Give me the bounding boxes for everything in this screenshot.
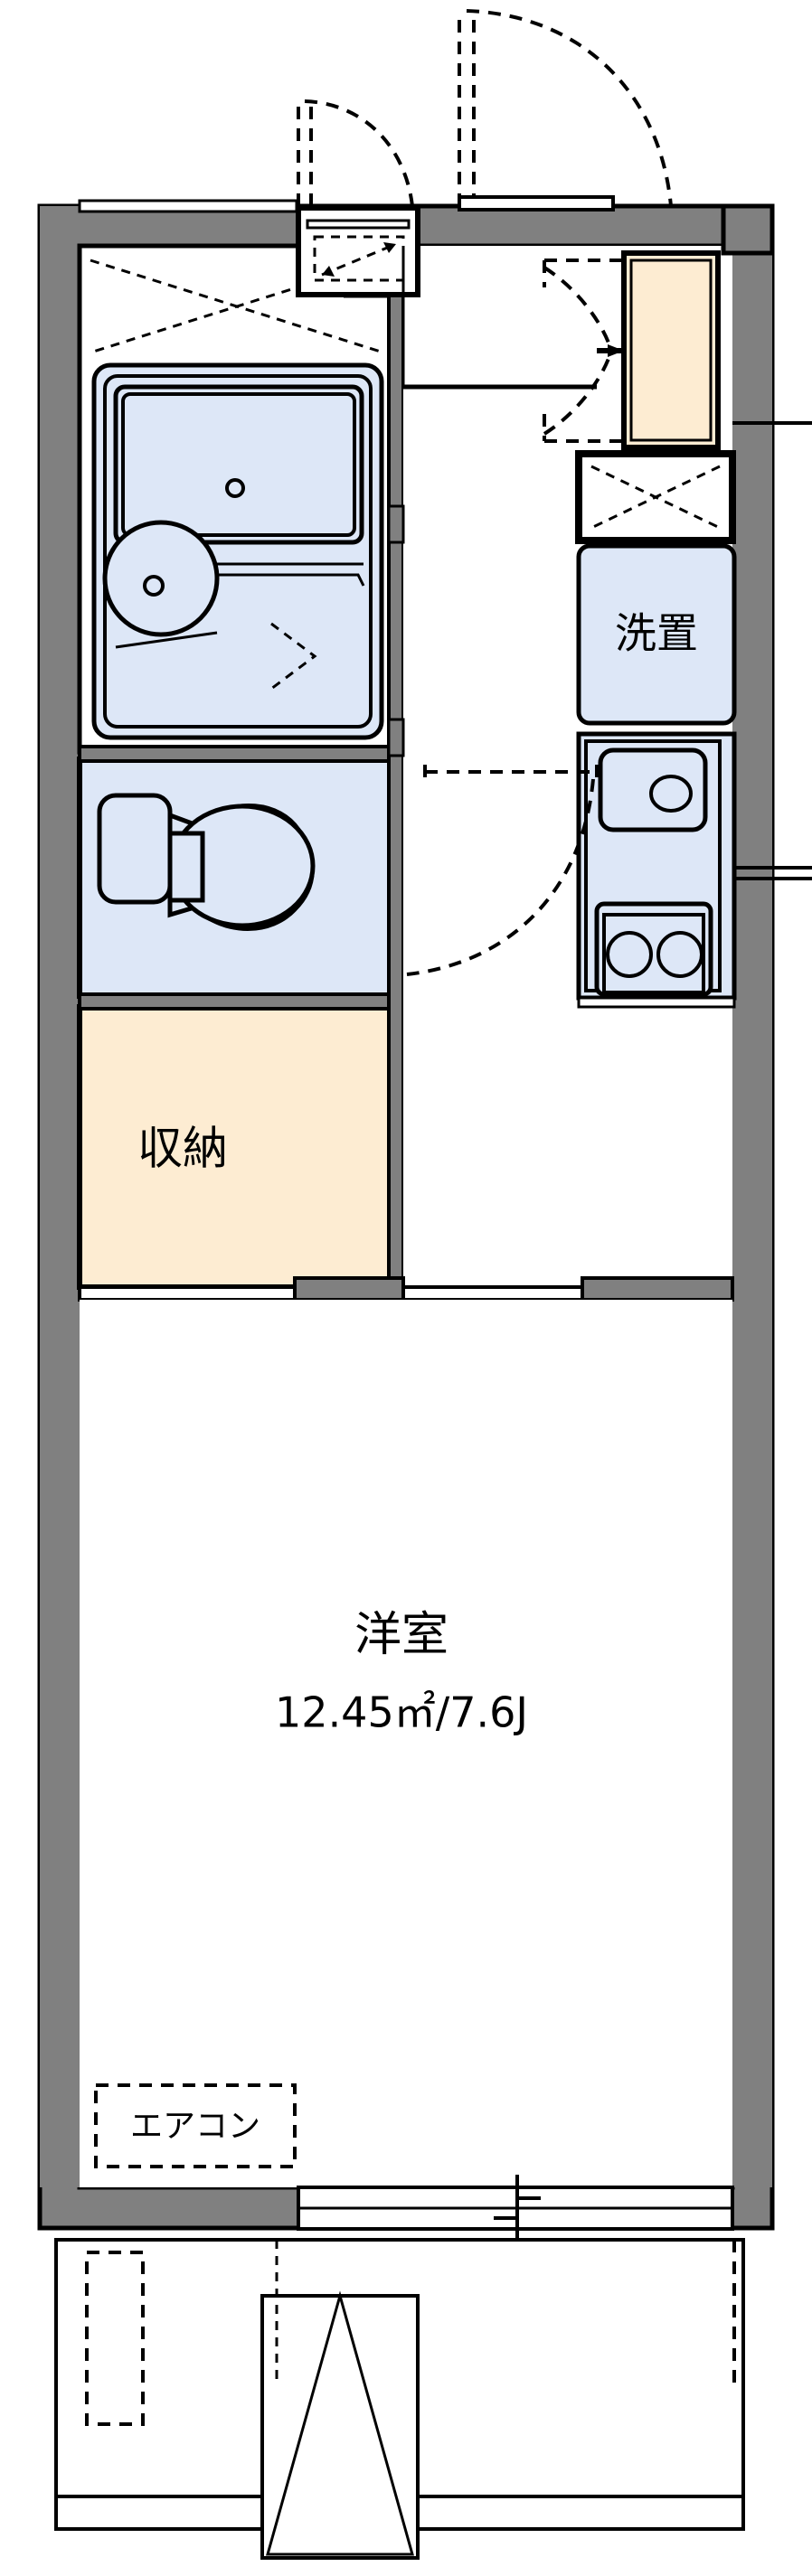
stove-burner-right	[656, 931, 703, 978]
unit-bath-room	[77, 243, 399, 755]
main-room-area: 12.45㎡/7.6J	[275, 1688, 528, 1737]
entrance-door-swing	[458, 9, 673, 212]
toilet-tank	[97, 793, 173, 905]
entrance-area	[458, 9, 721, 450]
balcony-partition-mark	[266, 2290, 414, 2556]
washer-pan	[576, 543, 737, 726]
closet-floor	[77, 1004, 399, 1290]
balcony-partition-panel	[260, 2294, 420, 2560]
toilet-room	[77, 757, 399, 999]
main-room-name: 洋室	[354, 1608, 448, 1662]
washer-label: 洗置	[615, 609, 698, 658]
aircon-label: エアコン	[130, 2108, 260, 2145]
meter-box	[296, 99, 420, 297]
exterior-stub-walls	[721, 203, 812, 880]
kitchen-upper-cabinet	[575, 450, 736, 544]
main-room: 洋室 12.45㎡/7.6J	[80, 1300, 732, 2187]
stove-burner-left	[606, 931, 653, 978]
bathtub-drain	[225, 478, 245, 498]
shoe-cabinet-doors	[543, 259, 624, 443]
kitchen-sink-drain	[649, 775, 693, 813]
bath-door-swing	[270, 622, 317, 691]
closet-label: 収納	[137, 1123, 228, 1175]
bath-door-jamb	[387, 504, 405, 757]
bath-window	[78, 199, 298, 213]
toilet-door-swing	[406, 765, 599, 976]
kitchen-counter	[576, 731, 737, 1009]
balcony	[54, 2238, 745, 2560]
aircon-unit: エアコン	[94, 2083, 297, 2168]
washer-space: 洗置	[576, 543, 737, 726]
balcony-window	[297, 2175, 734, 2240]
closet-room: 収納	[77, 1004, 399, 1290]
main-room-floor	[80, 1300, 732, 2187]
aircon-box	[94, 2083, 297, 2168]
balcony-dashed-box	[85, 2251, 145, 2426]
